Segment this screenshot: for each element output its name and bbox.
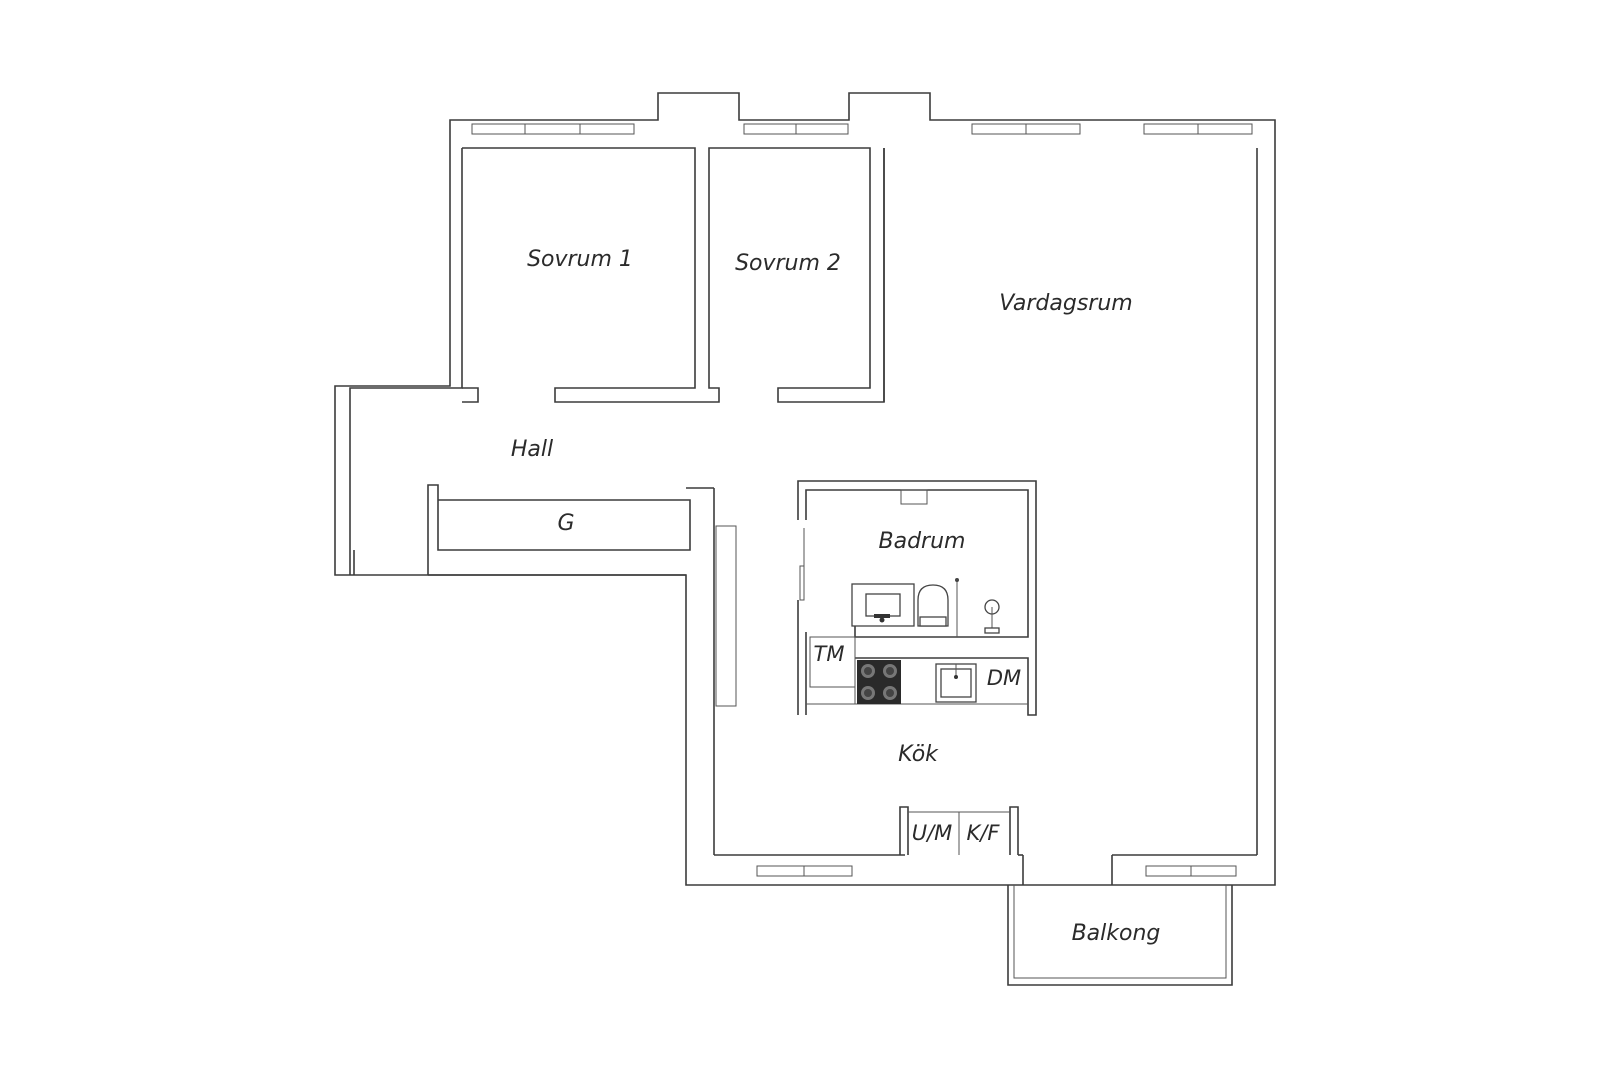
appliance-label-kf: K/F [967,821,1001,845]
room-label-sovrum-2: Sovrum 2 [735,251,841,276]
room-label-badrum: Badrum [879,529,966,554]
bedroom-walls [462,147,885,403]
room-label-garderob: G [557,511,574,536]
window-icon [471,123,1253,135]
shower-icon [955,578,1000,637]
appliance-label-um: U/M [912,821,953,845]
kitchen-counter [806,636,1028,705]
outer-walls [334,92,1276,886]
room-label-sovrum-1: Sovrum 1 [527,247,633,272]
room-label-vardagsrum: Vardagsrum [999,291,1132,316]
balcony [1007,885,1233,986]
window-icon [756,865,1237,877]
room-label-kok: Kök [898,742,939,767]
stove-icon [857,660,901,704]
bathroom-walls [797,480,1037,716]
kitchen-sink-icon [935,663,977,703]
appliance-label-tm: TM [814,642,845,666]
appliance-unit [899,806,1023,856]
sink-icon [851,583,915,627]
room-label-hall: Hall [511,437,553,462]
garderob-walls [427,484,737,707]
room-label-balkong: Balkong [1072,921,1161,946]
appliance-label-dm: DM [987,666,1021,690]
toilet-icon [917,584,949,627]
